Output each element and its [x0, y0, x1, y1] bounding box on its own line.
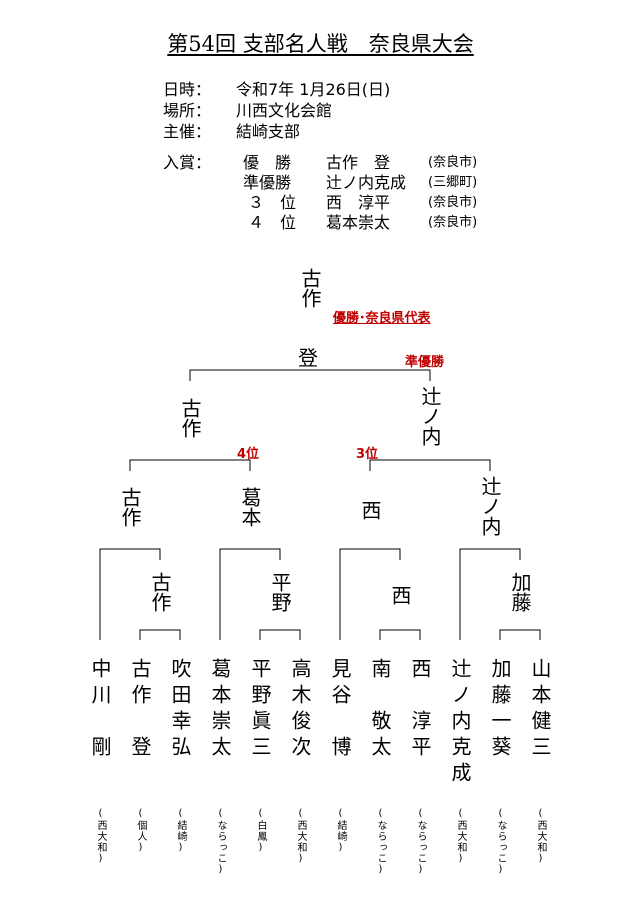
qf-winner-2: 葛本 [238, 487, 262, 527]
r1-3-bracket [379, 629, 421, 640]
r2-winner-3: 西 [388, 585, 412, 605]
qf-3-bracket [339, 548, 401, 640]
prize-name-3: 西 淳平 [326, 193, 391, 212]
semi-right-bracket [369, 459, 491, 471]
player-name-2: 古作 登 [128, 658, 152, 762]
prize-label: 入賞： [163, 153, 212, 172]
qf-2-bracket [219, 548, 281, 640]
date-label: 日時： [163, 80, 212, 99]
player-name-10: 辻ノ内克成 [448, 658, 472, 788]
player-name-11: 加藤一葵 [488, 658, 512, 762]
host-value: 結崎支部 [236, 122, 301, 141]
host-label: 主催： [163, 122, 212, 141]
champion-name-last: 登 [298, 346, 318, 370]
player-name-12: 山本健三 [528, 658, 552, 762]
prize-rank-3: ３ 位 [248, 193, 297, 212]
r1-1-bracket [139, 629, 181, 640]
prize-name-1: 古作 登 [326, 153, 391, 172]
player-name-5: 平野眞三 [248, 658, 272, 762]
player-name-6: 高木俊次 [288, 658, 312, 762]
player-club-9: (ならっこ) [415, 808, 426, 876]
player-club-12: (西大和) [535, 808, 546, 865]
semi-left-bracket [129, 459, 251, 471]
qf-4-bracket [459, 548, 521, 640]
r2-winner-4: 加藤 [508, 572, 532, 612]
prize-rank-4: ４ 位 [248, 213, 297, 232]
prize-name-4: 葛本崇太 [326, 213, 391, 232]
runner-up-label: 準優勝 [405, 355, 445, 370]
final-bracket [189, 369, 431, 381]
player-name-3: 吹田幸弘 [168, 658, 192, 762]
player-club-2: (個人) [135, 808, 146, 854]
champion-label: 優勝･奈良県代表 [333, 311, 431, 326]
r1-4-bracket [499, 629, 541, 640]
player-club-10: (西大和) [455, 808, 466, 865]
player-name-7: 見谷 博 [328, 658, 352, 762]
player-club-6: (西大和) [295, 808, 306, 865]
prize-city-1: (奈良市) [428, 155, 478, 170]
player-club-5: (白鳳) [255, 808, 266, 854]
third-label: 3位 [356, 447, 379, 462]
player-club-8: (ならっこ) [375, 808, 386, 876]
qf-1-bracket [99, 548, 161, 640]
prize-name-2: 辻ノ内克成 [326, 173, 407, 192]
player-name-1: 中川 剛 [88, 658, 112, 762]
player-name-8: 南 敬太 [368, 658, 392, 762]
venue-label: 場所： [163, 101, 212, 120]
qf-winner-4: 辻ノ内 [478, 476, 502, 536]
player-name-4: 葛本崇太 [208, 658, 232, 762]
page-title: 第54回 支部名人戦 奈良県大会 [167, 32, 474, 56]
fourth-label: 4位 [237, 447, 260, 462]
player-club-11: (ならっこ) [495, 808, 506, 876]
player-club-7: (結崎) [335, 808, 346, 854]
prize-city-4: (奈良市) [428, 215, 478, 230]
prize-city-3: (奈良市) [428, 195, 478, 210]
prize-rank-2: 準優勝 [243, 173, 292, 192]
r2-winner-1: 古作 [148, 572, 172, 612]
venue-value: 川西文化会館 [236, 101, 333, 120]
player-club-1: (西大和) [95, 808, 106, 865]
qf-winner-1: 古作 [118, 487, 142, 527]
qf-winner-3: 西 [358, 500, 382, 520]
player-club-3: (結崎) [175, 808, 186, 854]
semi-left-name: 古作 [178, 398, 202, 438]
date-value: 令和7年 1月26日(日) [236, 80, 391, 99]
champion-name: 古作 [298, 268, 322, 308]
r1-2-bracket [259, 629, 301, 640]
r2-winner-2: 平野 [268, 572, 292, 612]
prize-city-2: (三郷町) [428, 175, 478, 190]
semi-right-name: 辻ノ内 [418, 386, 442, 446]
prize-rank-1: 優 勝 [243, 153, 292, 172]
player-club-4: (ならっこ) [215, 808, 226, 876]
player-name-9: 西 淳平 [408, 658, 432, 762]
